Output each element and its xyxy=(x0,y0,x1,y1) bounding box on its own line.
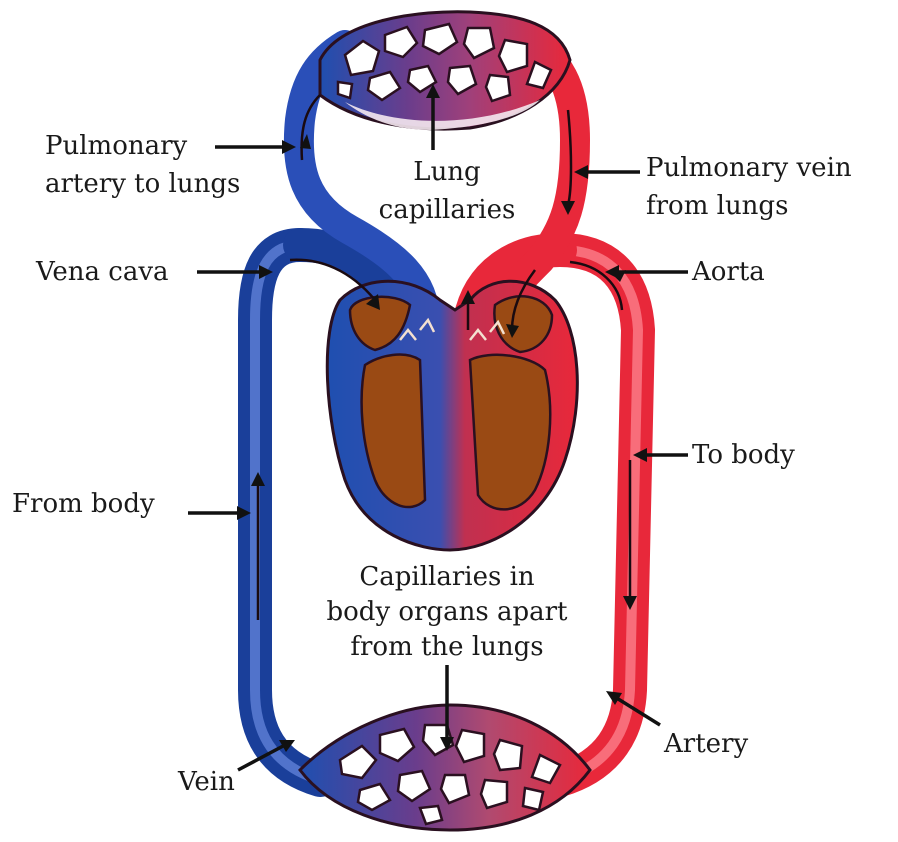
lung-capillary-band xyxy=(345,100,540,130)
label-body-capillaries-line2: body organs apart xyxy=(327,597,569,627)
label-lung-capillaries-line1: Lung xyxy=(413,157,480,187)
label-vena-cava: Vena cava xyxy=(35,257,169,287)
label-vein: Vein xyxy=(177,767,235,797)
label-body-capillaries-line3: from the lungs xyxy=(350,632,543,662)
flow-arrows xyxy=(251,94,637,620)
label-pulmonary-vein-line1: Pulmonary vein xyxy=(646,153,852,183)
vein-vessel-highlight xyxy=(250,240,325,785)
label-pulmonary-artery-line1: Pulmonary xyxy=(45,131,188,161)
body-capillary-holes xyxy=(338,723,562,826)
label-body-capillaries-line1: Capillaries in xyxy=(359,562,535,592)
heart-right-ventricle xyxy=(360,353,427,509)
heart-left-ventricle xyxy=(468,353,552,511)
vein-vessel xyxy=(238,228,337,797)
label-from-body: From body xyxy=(12,489,155,519)
heart-left-atrium xyxy=(493,295,554,354)
label-artery: Artery xyxy=(663,729,748,759)
artery-vessel-highlight xyxy=(555,245,644,785)
label-pointers xyxy=(188,84,688,772)
pulmonary-artery-vessel xyxy=(283,30,440,335)
lung-capillary-holes xyxy=(336,22,553,103)
label-pulmonary-vein-line2: from lungs xyxy=(646,191,788,221)
label-aorta: Aorta xyxy=(691,257,765,287)
label-lung-capillaries-line2: capillaries xyxy=(379,195,516,225)
label-pulmonary-artery-line2: artery to lungs xyxy=(45,169,240,199)
heart-valve-right xyxy=(399,317,436,341)
label-to-body: To body xyxy=(692,440,795,470)
heart-valve-left xyxy=(469,319,506,341)
